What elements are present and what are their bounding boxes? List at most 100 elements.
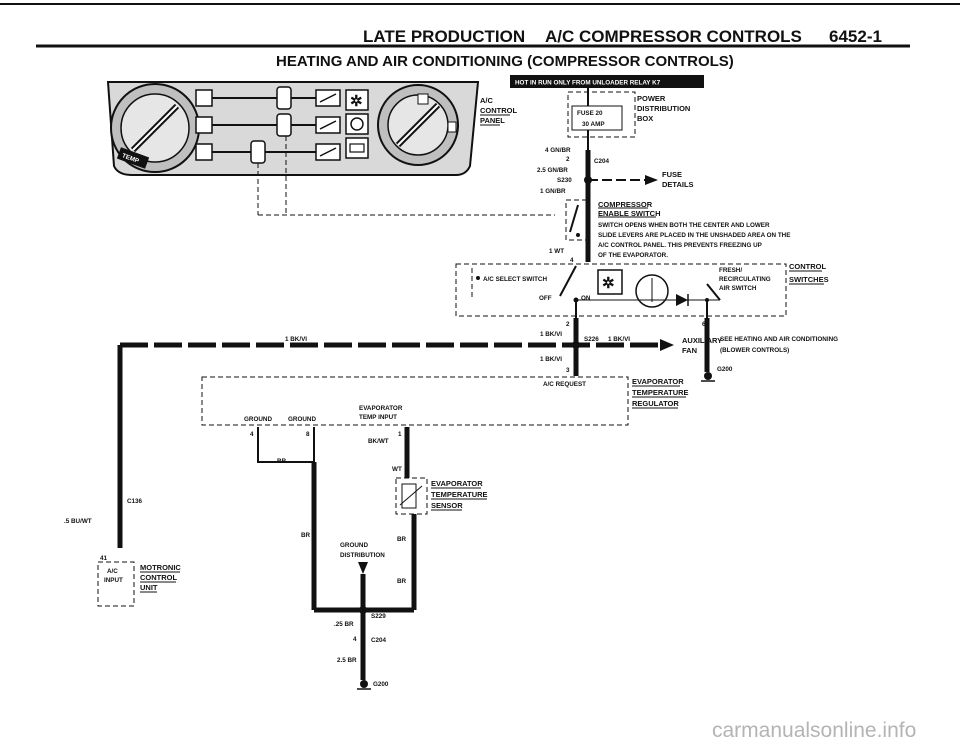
- ground-label-1: GROUND: [244, 416, 272, 423]
- recirc-switch-icon: [635, 274, 669, 308]
- wire-label-w1: 4 GN/BR: [545, 147, 571, 154]
- wire-label-w13: BR: [397, 536, 407, 543]
- sensor-title-3: SENSOR: [431, 501, 463, 510]
- wire-label-w16: .25 BR: [334, 621, 354, 628]
- panel-label-2: CONTROL: [480, 106, 517, 115]
- aux-fan-2: FAN: [682, 346, 697, 355]
- aux-fan-1: AUXILIARY: [682, 336, 722, 345]
- cs-title-1: COMPRESSOR: [598, 200, 653, 209]
- s229-splice: [359, 606, 367, 614]
- motronic-title-1: MOTRONIC: [140, 563, 181, 572]
- off-label: OFF: [539, 295, 552, 302]
- panel-label-3: PANEL: [480, 116, 505, 125]
- defrost-button: [345, 137, 369, 159]
- snowflake-icon: ✲: [350, 93, 363, 110]
- cs-note-2: SLIDE LEVERS ARE PLACED IN THE UNSHADED …: [598, 232, 790, 239]
- sensor-title-1: EVAPORATOR: [431, 479, 483, 488]
- pin-1b: 1: [398, 431, 402, 438]
- fresh-label-1: FRESH/: [719, 267, 742, 274]
- wire-label-w2: 2.5 GN/BR: [537, 167, 568, 174]
- ac-control-panel: TEMP ✲: [106, 81, 555, 216]
- fresh-label-2: RECIRCULATING: [719, 276, 771, 283]
- ac-request-label: A/C REQUEST: [543, 381, 586, 388]
- ac-snowflake-button: [345, 89, 369, 111]
- temp-input-2: TEMP INPUT: [359, 414, 397, 421]
- wire-label-w4: 1 WT: [549, 248, 564, 255]
- page-number: 6452-1: [829, 27, 882, 46]
- pin-6: 6: [702, 321, 706, 328]
- sensor-title-2: TEMPERATURE: [431, 490, 488, 499]
- regulator-title-3: REGULATOR: [632, 399, 679, 408]
- recirc-button: [345, 113, 369, 135]
- ground-loop: [257, 427, 315, 463]
- header-right-title: A/C COMPRESSOR CONTROLS: [545, 27, 802, 46]
- wire-label-w11: BR: [277, 458, 287, 465]
- box-label-2: DISTRIBUTION: [637, 104, 690, 113]
- defrost-icon: [349, 143, 365, 153]
- diode-icon: [676, 294, 688, 306]
- pin-4b: 4: [250, 431, 254, 438]
- evaporator-temp-regulator: [201, 376, 629, 426]
- watermark: carmanualsonline.info: [712, 719, 916, 742]
- control-switches-title-1: CONTROL: [789, 262, 826, 271]
- regulator-title-1: EVAPORATOR: [632, 377, 684, 386]
- wire-label-w5: 1 BK/VI: [540, 331, 562, 338]
- on-label: ON: [581, 295, 591, 302]
- ac-select-label: A/C SELECT SWITCH: [483, 276, 547, 283]
- wire-label-w15: .5 BU/WT: [64, 518, 92, 525]
- pin-8: 8: [306, 431, 310, 438]
- s230-label: S230: [557, 177, 572, 184]
- cs-note-3: A/C CONTROL PANEL. THIS PREVENTS FREEZIN…: [598, 242, 762, 249]
- pin-4c: 4: [353, 636, 357, 643]
- ground-dist-1: GROUND: [340, 542, 368, 549]
- cs-note-4: OF THE EVAPORATOR.: [598, 252, 668, 259]
- aux-fan-note-1: SEE HEATING AND AIR CONDITIONING: [720, 336, 838, 343]
- wire-label-w9: BK/WT: [368, 438, 389, 445]
- banner-text: HOT IN RUN ONLY FROM UNLOADER RELAY K7: [515, 80, 661, 87]
- ac-select-switch-blade: [559, 265, 577, 297]
- ground-dist-arrow-icon: [358, 562, 368, 574]
- g200-bottom: G200: [373, 681, 389, 688]
- aux-fan-note-2: (BLOWER CONTROLS): [720, 347, 789, 354]
- wire-label-w7: 1 BK/VI: [285, 336, 307, 343]
- slide-levers: [195, 86, 341, 164]
- s229-label: S229: [371, 613, 386, 620]
- box-label-1: POWER: [637, 94, 666, 103]
- control-switches-box: ✲: [455, 263, 787, 318]
- pin-2b: 2: [566, 321, 570, 328]
- fuse-label: FUSE 20: [577, 110, 603, 117]
- pin-4: 4: [570, 257, 574, 264]
- g200-right: G200: [717, 366, 733, 373]
- box-label-3: BOX: [637, 114, 653, 123]
- fresh-label-3: AIR SWITCH: [719, 285, 757, 292]
- power-distribution-box: [567, 88, 636, 150]
- snowflake-switch-icon: ✲: [602, 275, 615, 292]
- aux-fan-arrow-icon: [660, 339, 674, 351]
- temp-input-1: EVAPORATOR: [359, 405, 403, 412]
- ac-input-2: INPUT: [104, 577, 123, 584]
- evaporator-temp-sensor: [395, 477, 428, 515]
- panel-label-1: A/C: [480, 96, 494, 105]
- pin-41: 41: [100, 555, 108, 562]
- pin-2a: 2: [566, 156, 570, 163]
- fuse-details-2: DETAILS: [662, 180, 694, 189]
- cs-title-2: ENABLE SWITCH: [598, 209, 661, 218]
- banner-box: [510, 75, 704, 88]
- control-switches-title-2: SWITCHES: [789, 275, 829, 284]
- cs-note-1: SWITCH OPENS WHEN BOTH THE CENTER AND LO…: [598, 222, 770, 229]
- ground-dist-2: DISTRIBUTION: [340, 552, 385, 559]
- wire-label-w17: 2.5 BR: [337, 657, 357, 664]
- ac-input-1: A/C: [107, 568, 118, 575]
- page-subtitle: HEATING AND AIR CONDITIONING (COMPRESSOR…: [276, 53, 734, 70]
- pin-3: 3: [566, 367, 570, 374]
- regulator-title-2: TEMPERATURE: [632, 388, 689, 397]
- wire-label-w8: 1 BK/VI: [540, 356, 562, 363]
- wire-label-w3: 1 GN/BR: [540, 188, 566, 195]
- compressor-enable-switch: [565, 199, 591, 241]
- ground-label-2: GROUND: [288, 416, 316, 423]
- wire-label-w14: BR: [397, 578, 407, 585]
- c136-label: C136: [127, 498, 143, 505]
- motronic-title-3: UNIT: [140, 583, 158, 592]
- wire-label-w10: WT: [392, 466, 402, 473]
- fuse-details-1: FUSE: [662, 170, 682, 179]
